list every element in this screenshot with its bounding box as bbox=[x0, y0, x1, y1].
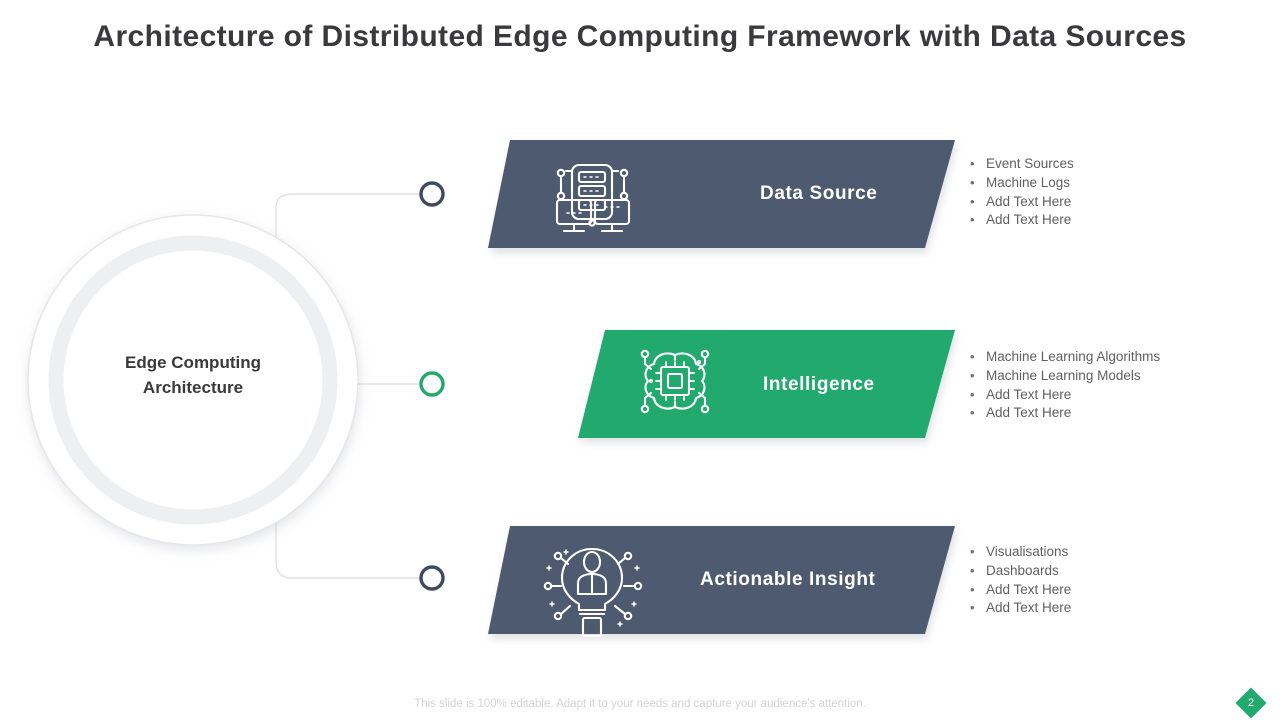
hub-label: Edge Computing Architecture bbox=[63, 350, 323, 400]
hub-label-line1: Edge Computing bbox=[125, 353, 261, 372]
stage-band-actionable-insight[interactable] bbox=[419, 526, 955, 638]
list-item: Add Text Here bbox=[968, 404, 1160, 423]
list-item: Add Text Here bbox=[968, 386, 1160, 405]
stage-band-intelligence[interactable] bbox=[419, 330, 955, 438]
list-item: Visualisations bbox=[968, 543, 1071, 562]
list-item: Dashboards bbox=[968, 562, 1071, 581]
bullet-list-intelligence: Machine Learning Algorithms Machine Lear… bbox=[968, 348, 1160, 423]
hub-circle bbox=[27, 214, 359, 546]
list-item: Machine Learning Models bbox=[968, 367, 1160, 386]
bullet-list-actionable-insight: Visualisations Dashboards Add Text Here … bbox=[968, 543, 1071, 618]
footer-note: This slide is 100% editable. Adapt it to… bbox=[414, 698, 866, 710]
list-item: Add Text Here bbox=[968, 581, 1071, 600]
connector-line-bottom bbox=[275, 388, 432, 579]
band-shape-1[interactable] bbox=[488, 140, 955, 248]
server-rack-icon bbox=[555, 163, 631, 233]
brain-chip-icon bbox=[640, 349, 710, 414]
list-item: Machine Learning Algorithms bbox=[968, 348, 1160, 367]
page-title: Architecture of Distributed Edge Computi… bbox=[93, 20, 1187, 53]
band-label-intelligence: Intelligence bbox=[763, 374, 875, 395]
stage-band-data-source[interactable] bbox=[419, 140, 955, 248]
connector-node-3[interactable] bbox=[419, 565, 445, 591]
list-item: Add Text Here bbox=[968, 193, 1074, 212]
connector-node-1[interactable] bbox=[419, 181, 445, 207]
band-shape-2[interactable] bbox=[578, 330, 955, 438]
band-label-data-source: Data Source bbox=[760, 183, 878, 204]
hub-inner-ring bbox=[48, 235, 338, 525]
connector-line-top bbox=[275, 193, 432, 380]
hub-label-line2: Architecture bbox=[142, 378, 244, 397]
list-item: Machine Logs bbox=[968, 174, 1074, 193]
band-label-actionable-insight: Actionable Insight bbox=[700, 569, 876, 590]
lightbulb-person-icon bbox=[543, 547, 643, 638]
list-item: Add Text Here bbox=[968, 211, 1074, 230]
bullet-list-data-source: Event Sources Machine Logs Add Text Here… bbox=[968, 155, 1074, 230]
list-item: Event Sources bbox=[968, 155, 1074, 174]
connector-node-2[interactable] bbox=[419, 371, 445, 397]
page-number: 2 bbox=[1247, 697, 1255, 709]
list-item: Add Text Here bbox=[968, 599, 1071, 618]
